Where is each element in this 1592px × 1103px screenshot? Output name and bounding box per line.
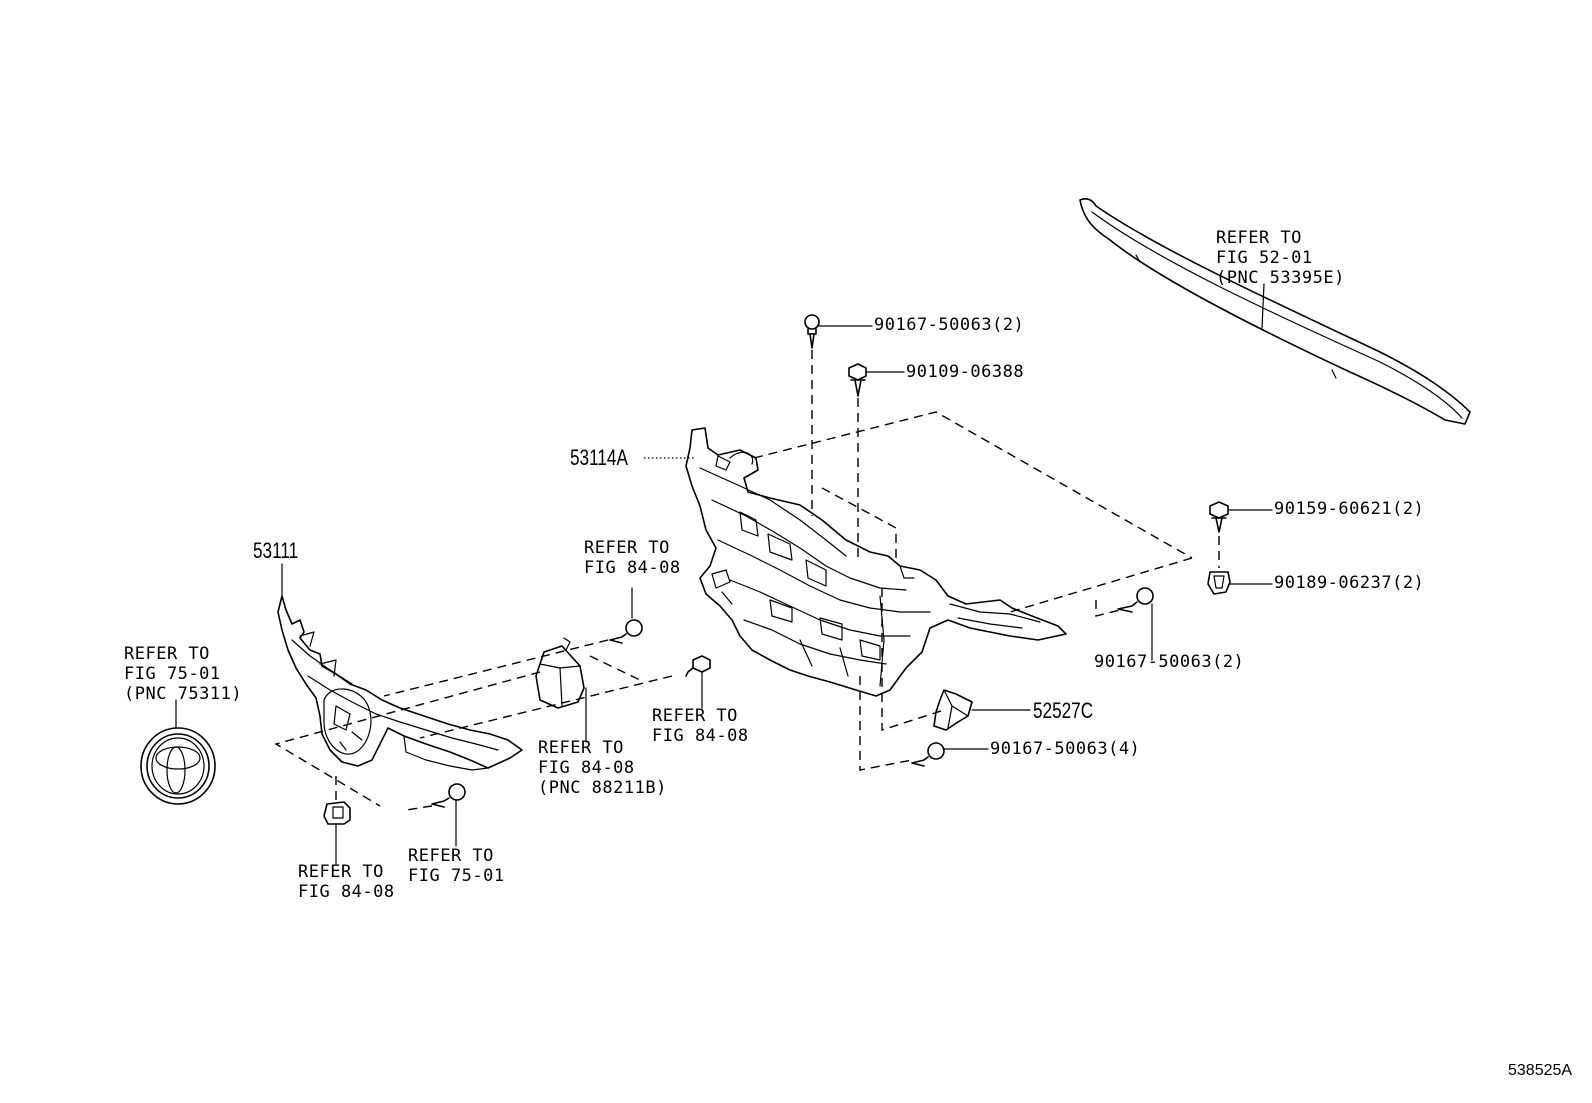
bolt-90159 (1209, 501, 1229, 533)
assembly-lines (274, 350, 1220, 811)
bolt-90167-top (804, 314, 820, 349)
bolt-90167-right (1117, 587, 1154, 613)
reference-line: REFER TO (298, 862, 384, 882)
reference-line: FIG 84-08 (538, 758, 635, 778)
bolt-fig-84-08-right (685, 655, 711, 677)
reference-line: FIG 84-08 (298, 882, 395, 902)
reference-line: REFER TO (408, 846, 494, 866)
reference-line: (PNC 75311) (124, 684, 243, 704)
grille-support-bracket-53114a (685, 427, 1067, 697)
clip-52527c (933, 689, 973, 731)
callout-90189-06237: 90189-06237(2) (1274, 573, 1425, 593)
bolt-90167-lower (911, 742, 945, 767)
clip-nut-90189 (1207, 571, 1231, 595)
bolt-fig-84-08-top (609, 619, 643, 644)
reference-line: REFER TO (652, 706, 738, 726)
grille-clip (323, 801, 351, 825)
reference-line: FIG 75-01 (408, 866, 505, 886)
reference-line: REFER TO (538, 738, 624, 758)
reference-line: (PNC 88211B) (538, 778, 667, 798)
emblem (140, 727, 216, 805)
reference-line: FIG 84-08 (584, 558, 681, 578)
callout-53114a: 53114A (570, 445, 628, 470)
radiator-grille-53111 (277, 595, 523, 771)
reference-line: REFER TO (124, 644, 210, 664)
reference-line: REFER TO (584, 538, 670, 558)
reference-line: FIG 84-08 (652, 726, 749, 746)
upper-grille-molding (1079, 198, 1471, 425)
callout-52527c: 52527C (1033, 698, 1094, 723)
figure-number: 538525A (1508, 1062, 1573, 1079)
leader-lines (175, 283, 1273, 865)
screw-fig-75-01 (431, 783, 466, 808)
sensor-assembly (535, 637, 585, 709)
reference-line: FIG 52-01 (1216, 248, 1313, 268)
reference-line: FIG 75-01 (124, 664, 221, 684)
callout-90159-60621: 90159-60621(2) (1274, 499, 1425, 519)
callout-90167-50063-right: 90167-50063(2) (1094, 652, 1245, 672)
callout-53111: 53111 (253, 538, 299, 563)
callout-90167-50063-lower: 90167-50063(4) (990, 739, 1141, 759)
reference-line: (PNC 53395E) (1216, 268, 1345, 288)
reference-line: REFER TO (1216, 228, 1302, 248)
callout-90109-06388: 90109-06388 (906, 362, 1025, 382)
bolt-90109 (848, 363, 867, 397)
callout-90167-50063-top: 90167-50063(2) (874, 315, 1025, 335)
